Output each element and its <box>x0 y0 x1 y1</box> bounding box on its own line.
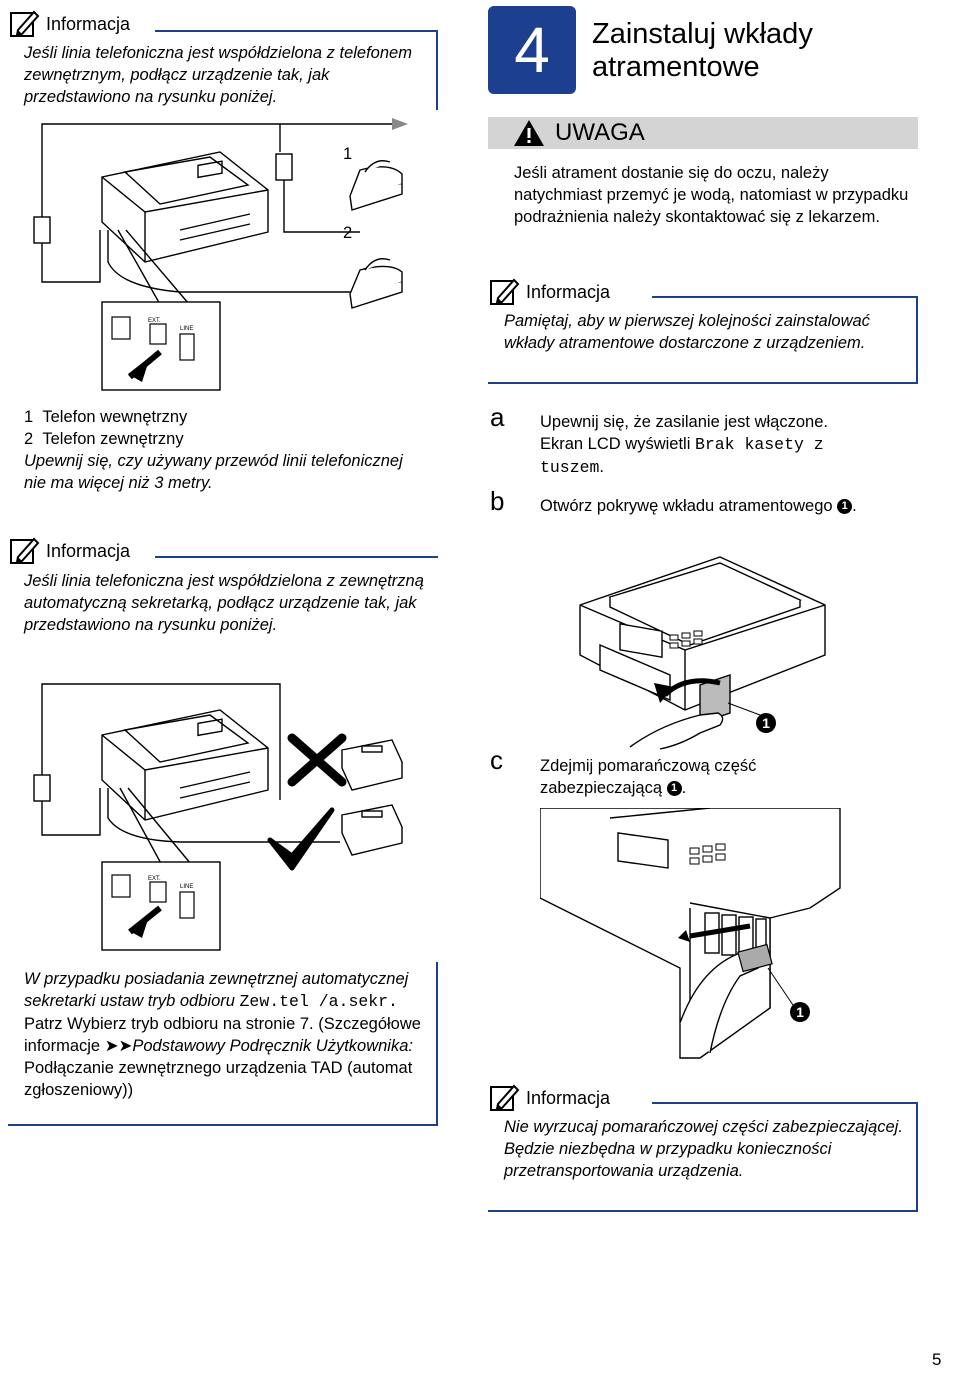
diagram1-label-1: 1 <box>343 145 353 163</box>
legend-item-2-number: 2 <box>24 430 34 448</box>
pencil-note-icon <box>490 1084 520 1111</box>
step-b-letter: b <box>490 486 505 516</box>
legend-item-1-number: 1 <box>24 408 34 426</box>
callout-number-icon: 1 <box>756 713 776 733</box>
svg-text:LINE: LINE <box>180 326 193 332</box>
answering-machine-icon <box>341 739 403 791</box>
step-title: Zainstaluj wkłady atramentowe <box>592 18 813 84</box>
cross-mark-icon <box>287 733 347 787</box>
answering-machine-note-box <box>8 962 438 1126</box>
info4-box <box>488 1102 918 1212</box>
check-mark-icon <box>267 807 335 871</box>
step-c-text: Zdejmij pomarańczową część zabezpieczają… <box>540 755 920 799</box>
step-number-badge: 4 <box>488 6 576 94</box>
step-b-text: Otwórz pokrywę wkładu atramentowego 1. <box>540 495 920 517</box>
step-c-letter: c <box>490 745 503 775</box>
note-line-3: Podłączanie zewnętrznego urządzenia TAD … <box>24 1059 413 1099</box>
info1-header: Informacja <box>10 10 130 38</box>
step-a-letter: a <box>490 402 505 432</box>
info2-rule <box>155 556 438 558</box>
callout-number-icon: 1 <box>666 781 682 797</box>
info3-box <box>488 296 918 384</box>
lcd-message-part-1: Brak kasety z <box>694 435 824 454</box>
callout-number-icon: 1 <box>790 1002 810 1022</box>
receive-mode-value: Zew.tel /a.sekr. <box>239 992 398 1011</box>
diagram1-label-2: 2 <box>343 224 353 242</box>
legend: 1 Telefon wewnętrzny 2 Telefon zewnętrzn… <box>24 406 424 494</box>
internal-telephone-icon <box>349 160 403 211</box>
callout-c: 1 <box>790 1002 810 1022</box>
callout-b: 1 <box>756 713 776 733</box>
step-title-line-2: atramentowe <box>592 51 760 83</box>
lcd-message-part-2: tuszem <box>540 458 600 477</box>
legend-item-1: 1 Telefon wewnętrzny <box>24 406 424 428</box>
info1-body: Jeśli linia telefoniczna jest współdziel… <box>24 44 412 106</box>
pencil-note-icon <box>10 10 40 37</box>
step-a-line-2: Ekran LCD wyświetli <box>540 435 691 453</box>
step-a-line-1: Upewnij się, że zasilanie jest włączone. <box>540 413 828 431</box>
answering-machine-note: W przypadku posiadania zewnętrznej autom… <box>24 968 424 1101</box>
double-arrow-icon: ➤➤ <box>104 1037 133 1055</box>
info1-rule <box>155 30 438 32</box>
legend-note: Upewnij się, czy używany przewód linii t… <box>24 452 403 492</box>
svg-text:EXT.: EXT. <box>148 876 161 882</box>
svg-text:LINE: LINE <box>180 884 193 890</box>
info4-header: Informacja <box>490 1084 610 1112</box>
warning-triangle-icon <box>514 120 544 146</box>
info2-header: Informacja <box>10 537 130 565</box>
note-line-2: Patrz Wybierz tryb odbioru na stronie 7.… <box>24 1015 421 1055</box>
info1-heading: Informacja <box>46 13 131 34</box>
caution-banner <box>488 117 918 149</box>
legend-item-2: 2 Telefon zewnętrzny <box>24 428 424 450</box>
external-phone-connection-diagram: EXT. LINE <box>33 118 408 391</box>
answering-machine-icon <box>341 804 403 856</box>
info4-body: Nie wyrzucaj pomarańczowej części zabezp… <box>504 1118 903 1180</box>
info3-body: Pamiętaj, aby w pierwszej kolejności zai… <box>504 312 870 352</box>
step-title-line-1: Zainstaluj wkłady <box>592 18 813 50</box>
caution-heading: UWAGA <box>555 119 645 146</box>
info3-header: Informacja <box>490 278 610 306</box>
svg-text:EXT.: EXT. <box>148 318 161 324</box>
external-telephone-icon <box>349 258 403 309</box>
note-line-1: W przypadku posiadania zewnętrznej autom… <box>24 970 409 1010</box>
step-c-tail: . <box>681 779 687 797</box>
step-c-line-2: zabezpieczającą <box>540 779 662 797</box>
step-b-instruction: Otwórz pokrywę wkładu atramentowego <box>540 497 833 515</box>
pencil-note-icon <box>490 278 520 305</box>
remove-protective-part-illustration <box>540 808 841 1059</box>
info1-border <box>436 30 438 110</box>
answering-machine-connection-diagram: EXT. LINE <box>33 683 403 951</box>
page-number: 5 <box>932 1350 942 1369</box>
open-ink-cover-illustration <box>579 556 826 750</box>
info3-rule <box>652 296 918 298</box>
info2-heading: Informacja <box>46 540 131 561</box>
guide-reference: Podstawowy Podręcznik Użytkownika: <box>132 1037 413 1055</box>
info4-rule <box>652 1102 918 1104</box>
legend-item-1-text: Telefon wewnętrzny <box>42 408 188 426</box>
step-c-line-1: Zdejmij pomarańczową część <box>540 757 757 775</box>
caution-body: Jeśli atrament dostanie się do oczu, nal… <box>514 164 909 226</box>
step-a-tail: . <box>599 458 605 476</box>
info2-body: Jeśli linia telefoniczna jest współdziel… <box>24 572 424 634</box>
step-b-tail: . <box>852 497 857 515</box>
info3-heading: Informacja <box>526 281 611 302</box>
callout-number-icon: 1 <box>837 499 853 515</box>
pencil-note-icon <box>10 537 40 564</box>
step-a-text: Upewnij się, że zasilanie jest włączone.… <box>540 411 920 479</box>
info4-heading: Informacja <box>526 1087 611 1108</box>
legend-item-2-text: Telefon zewnętrzny <box>42 430 184 448</box>
